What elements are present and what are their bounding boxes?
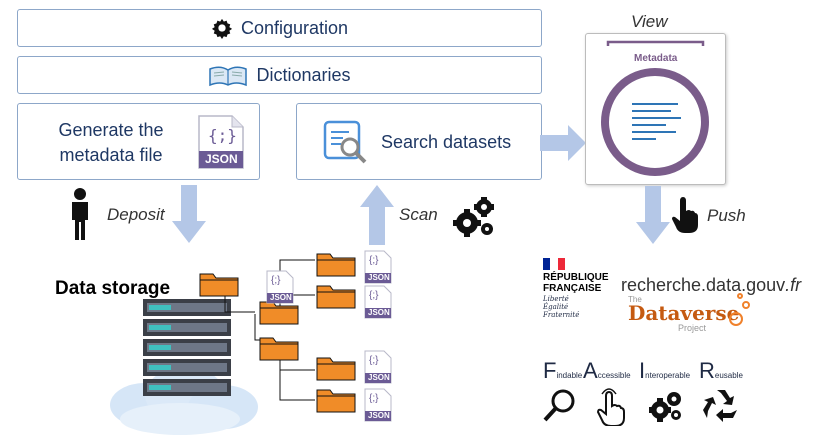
json-file-icon: {;} JSON	[363, 350, 393, 384]
json-braces: {;}	[369, 290, 379, 301]
fair-i-letter: I	[639, 358, 646, 383]
rf-line1: RÉPUBLIQUE	[543, 272, 609, 283]
json-braces: {;}	[208, 126, 237, 145]
person-icon	[72, 188, 88, 240]
recherche-suffix: .fr	[785, 275, 802, 295]
rf-motto-1: Liberté	[543, 295, 569, 303]
dataverse-logo: The Dataverse Project	[624, 293, 754, 335]
dataverse-project: Project	[678, 323, 707, 333]
dataverse-name: Dataverse	[628, 301, 740, 325]
push-label: Push	[707, 206, 746, 225]
view-panel[interactable]: Metadata	[585, 33, 726, 185]
arrow-to-view	[540, 125, 586, 161]
search-datasets-label: Search datasets	[381, 132, 512, 152]
json-text: JSON	[270, 293, 292, 302]
book-icon	[208, 63, 248, 87]
json-file-icon: {;} JSON	[363, 250, 393, 284]
dataverse-the: The	[628, 295, 642, 304]
configuration-label: Configuration	[240, 17, 349, 38]
json-text: JSON	[368, 373, 390, 382]
configuration-bar[interactable]: Configuration	[17, 9, 542, 47]
json-text: JSON	[368, 308, 390, 317]
folder-tree	[199, 253, 356, 413]
scan-arrow	[360, 185, 394, 245]
fair-r-text: eusable	[714, 371, 743, 380]
gears-icon	[453, 197, 494, 237]
data-storage-label: Data storage	[55, 278, 171, 299]
fair-findable: Findable	[543, 358, 582, 384]
server-cloud-icon	[110, 299, 258, 435]
scan-label: Scan	[399, 205, 438, 224]
search-datasets-box[interactable]: Search datasets	[296, 103, 542, 180]
fair-a-text: ccessible	[597, 371, 631, 380]
deposit-arrow	[172, 185, 206, 243]
view-label: View	[631, 12, 668, 31]
push-arrow	[636, 186, 670, 244]
magnifier-icon	[543, 389, 575, 422]
generate-metadata-box[interactable]: Generate the metadata file {;} JSON	[17, 103, 260, 180]
fair-f-text: indable	[556, 371, 583, 380]
fair-interoperable: Interoperable	[639, 358, 690, 384]
json-text: JSON	[368, 273, 390, 282]
dictionaries-label: Dictionaries	[256, 64, 351, 85]
fair-f-letter: F	[543, 358, 557, 383]
json-text: JSON	[205, 152, 238, 166]
republique-francaise-logo: RÉPUBLIQUE FRANÇAISE Liberté Égalité Fra…	[540, 258, 615, 319]
metadata-label: Metadata	[634, 53, 678, 64]
json-braces: {;}	[369, 355, 379, 366]
fair-accessible: Accessible	[583, 358, 631, 384]
recycle-icon	[703, 390, 737, 422]
json-braces: {;}	[369, 255, 379, 266]
generate-label: Generate the metadata file	[58, 120, 164, 165]
json-braces: {;}	[369, 393, 379, 404]
json-file-icon: {;} JSON	[265, 270, 295, 304]
recherche-text: recherche.data.gouv	[621, 275, 786, 295]
gear-icon	[211, 17, 233, 39]
rf-motto-2: Égalité	[543, 303, 569, 311]
deposit-label: Deposit	[107, 205, 165, 224]
json-text: JSON	[368, 411, 390, 420]
metadata-view-icon	[601, 40, 709, 176]
gears-icon	[649, 392, 681, 422]
touch-hand-icon	[596, 388, 625, 426]
json-file-icon: {;} JSON	[363, 285, 393, 319]
fair-i-text: nteroperable	[645, 371, 691, 380]
fair-reusable: Reusable	[699, 358, 743, 384]
pointer-hand-icon	[672, 197, 698, 233]
json-braces: {;}	[271, 275, 281, 286]
json-file-icon: {;} JSON	[363, 388, 393, 422]
dictionaries-bar[interactable]: Dictionaries	[17, 56, 542, 94]
rf-line2: FRANÇAISE	[543, 283, 602, 294]
fair-a-letter: A	[583, 358, 598, 383]
rf-motto-3: Fraternité	[543, 311, 580, 319]
search-doc-icon	[323, 120, 369, 164]
fair-r-letter: R	[699, 358, 715, 383]
json-file-icon: {;} JSON	[196, 114, 246, 170]
fair-row: Findable Accessible Interoperable Reusab…	[543, 358, 813, 438]
recherche-data-gouv-logo: recherche.data.gouv.fr	[621, 275, 801, 296]
